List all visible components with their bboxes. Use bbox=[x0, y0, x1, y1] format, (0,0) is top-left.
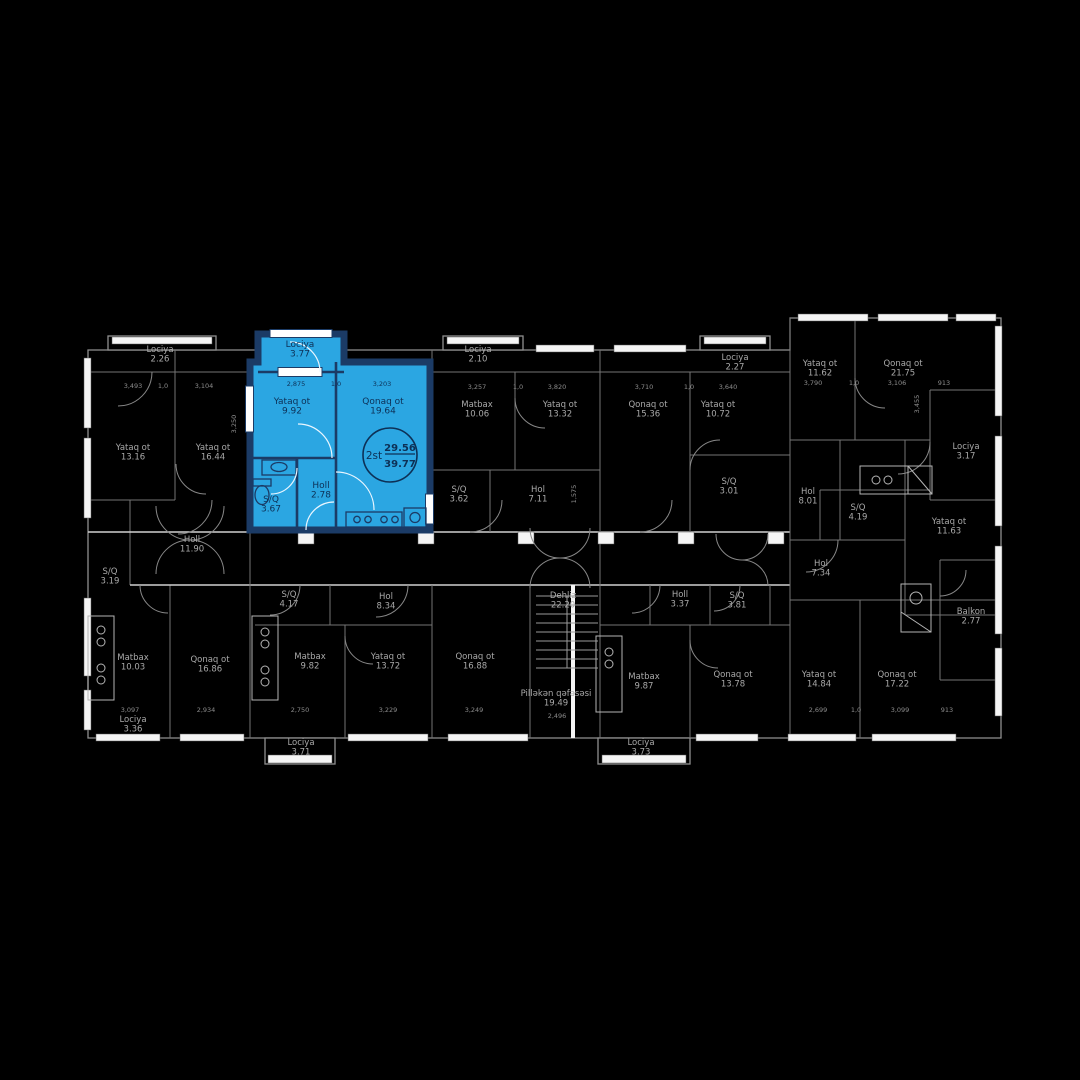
dimension-label: 3,493 bbox=[124, 382, 143, 390]
dimension-label: 2,496 bbox=[548, 712, 567, 720]
bathroom-fixtures-icon bbox=[252, 459, 297, 506]
kitchen-fixtures-icon bbox=[345, 507, 427, 528]
unit-door-arcs bbox=[270, 341, 375, 531]
dimension-label: 3,097 bbox=[121, 706, 140, 714]
stairs bbox=[536, 595, 598, 669]
dimension-label: 3,249 bbox=[465, 706, 484, 714]
dimension-label: 3,099 bbox=[891, 706, 910, 714]
unit-dimension-labels: 2,875 1,0 3,203 bbox=[287, 380, 392, 388]
dimension-label: 1,0 bbox=[513, 383, 523, 391]
dimension-label: 2,750 bbox=[291, 706, 310, 714]
badge-type-label: 2st bbox=[366, 450, 382, 462]
badge-area-top: 29.56 bbox=[384, 443, 416, 454]
dimension-label: 2,934 bbox=[197, 706, 216, 714]
badge-area-bottom: 39.77 bbox=[384, 459, 416, 470]
dimension-label: 1,0 bbox=[331, 380, 341, 388]
dimension-labels: 3,493 1,0 3,104 3,257 1,0 3,820 3,710 1,0 3,640 3… bbox=[121, 379, 954, 720]
dimension-label: 3,790 bbox=[804, 379, 823, 387]
dimension-label: 913 bbox=[941, 706, 953, 714]
dimension-label: 913 bbox=[938, 379, 950, 387]
dimension-label: 2,699 bbox=[809, 706, 828, 714]
dimension-label: 3,229 bbox=[379, 706, 398, 714]
door-arcs bbox=[117, 371, 967, 669]
dimension-label: 3,250 bbox=[230, 415, 238, 434]
dimension-label: 3,257 bbox=[468, 383, 487, 391]
dimension-label: 2,875 bbox=[287, 380, 306, 388]
dimension-label: 1,0 bbox=[849, 379, 859, 387]
dimension-label: 3,106 bbox=[888, 379, 907, 387]
windows bbox=[83, 313, 1003, 764]
dimension-label: 3,455 bbox=[913, 395, 921, 414]
dimension-label: 3,820 bbox=[548, 383, 567, 391]
area-badge: 2st 29.56 39.77 bbox=[362, 427, 418, 483]
dimension-label: 3,104 bbox=[195, 382, 214, 390]
fixtures bbox=[87, 465, 933, 713]
dimension-label: 3,710 bbox=[635, 383, 654, 391]
dimension-label: 1,0 bbox=[684, 383, 694, 391]
dimension-label: 3,203 bbox=[373, 380, 392, 388]
dimension-label: 1,0 bbox=[158, 382, 168, 390]
dimension-label: 1,575 bbox=[570, 485, 578, 504]
dimension-label: 3,640 bbox=[719, 383, 738, 391]
dimension-label: 1,0 bbox=[851, 706, 861, 714]
